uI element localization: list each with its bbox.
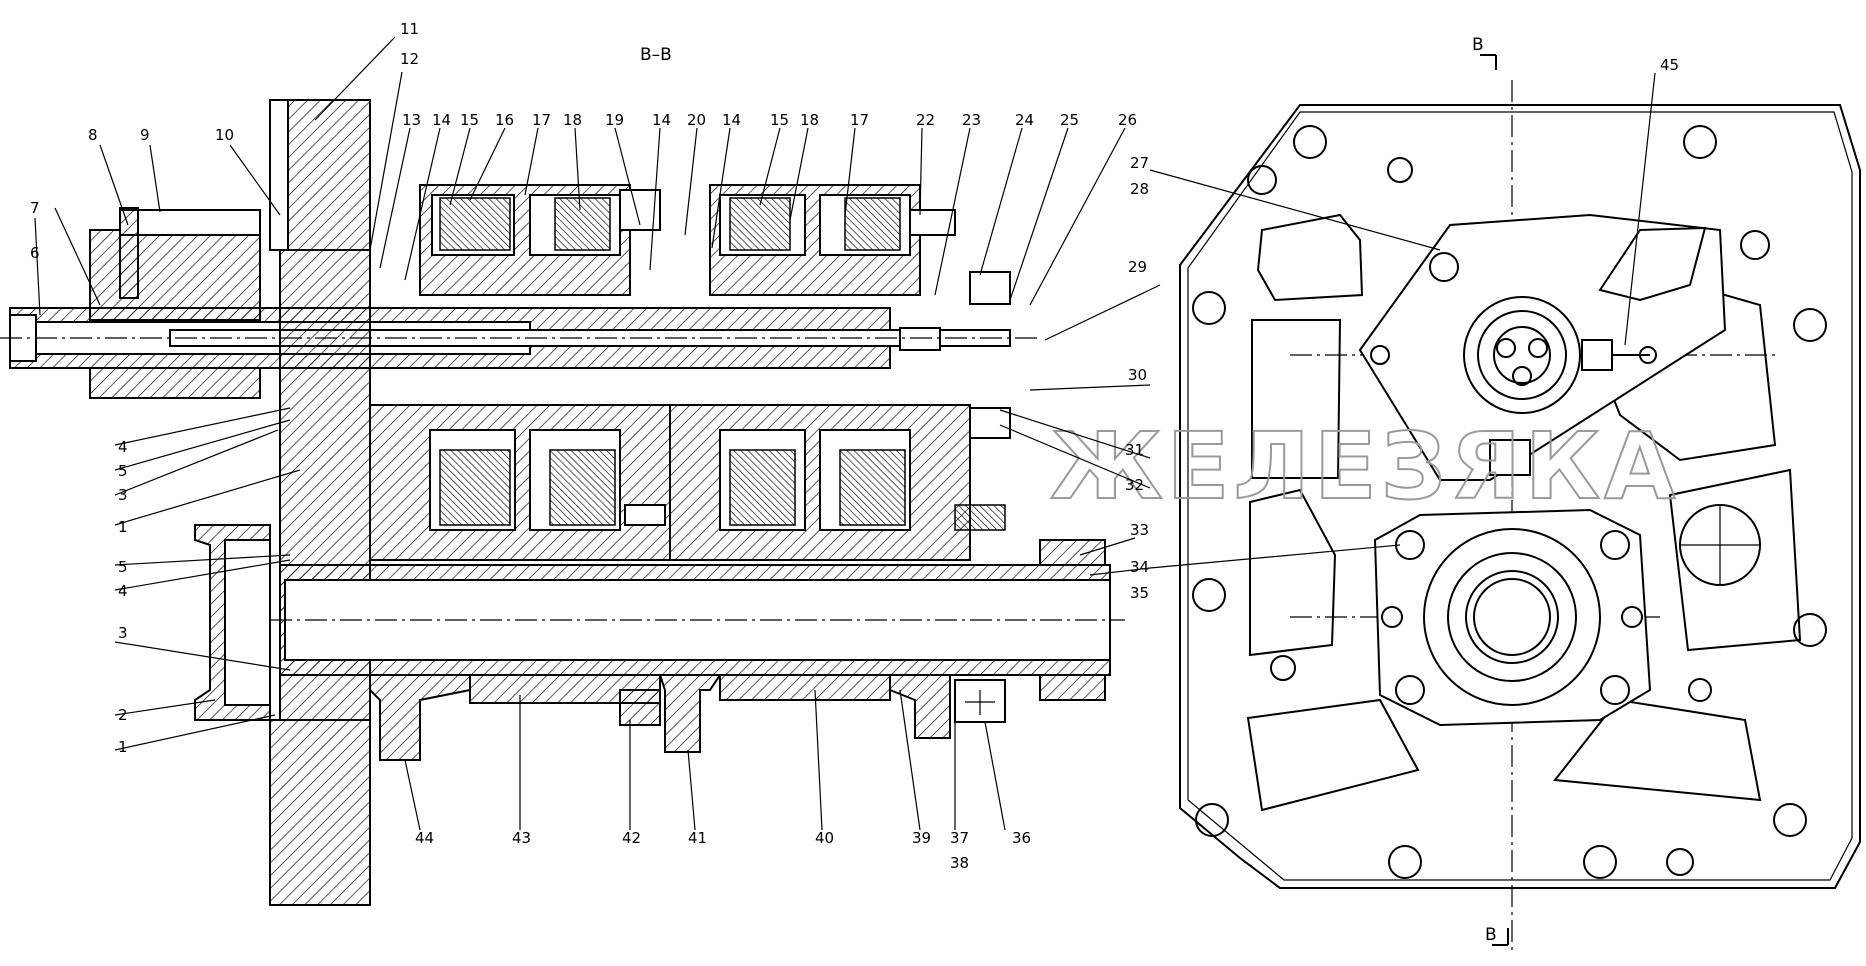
lower-gears xyxy=(369,674,1006,761)
callout-17b: 17 xyxy=(850,111,869,129)
callout-18: 18 xyxy=(563,111,582,129)
section-mark-top: B xyxy=(1472,35,1497,70)
input-housing xyxy=(89,207,261,399)
section-view: B–B xyxy=(0,45,1125,906)
callouts: 7 6 8 9 10 11 12 13 14 15 16 17 18 19 14… xyxy=(30,20,1679,872)
callout-20: 20 xyxy=(687,111,706,129)
callout-45: 45 xyxy=(1660,56,1679,74)
callout-17: 17 xyxy=(532,111,551,129)
watermark-text: ЖЕЛЕЗЯКА xyxy=(1050,413,1679,520)
callout-39: 39 xyxy=(912,829,931,847)
callout-6: 6 xyxy=(30,244,40,262)
callout-25: 25 xyxy=(1060,111,1079,129)
callout-36: 36 xyxy=(1012,829,1031,847)
callout-15b: 15 xyxy=(770,111,789,129)
callout-32: 32 xyxy=(1125,476,1144,494)
callout-34: 34 xyxy=(1130,558,1149,576)
callout-1: 1 xyxy=(118,518,128,536)
callout-37: 37 xyxy=(950,829,969,847)
callout-3b: 3 xyxy=(118,624,128,642)
section-mark-top-label: B xyxy=(1472,35,1484,55)
callout-22: 22 xyxy=(916,111,935,129)
callout-14c: 14 xyxy=(722,111,741,129)
callout-11: 11 xyxy=(400,20,419,38)
callout-41: 41 xyxy=(688,829,707,847)
callout-3: 3 xyxy=(118,486,128,504)
callout-5: 5 xyxy=(118,462,128,480)
callout-10: 10 xyxy=(215,126,234,144)
callout-2: 2 xyxy=(118,706,128,724)
callout-44: 44 xyxy=(415,829,434,847)
callout-4b: 4 xyxy=(118,582,128,600)
section-mark-bottom: B xyxy=(1485,925,1509,946)
callout-42: 42 xyxy=(622,829,641,847)
callout-38: 38 xyxy=(950,854,969,872)
callout-13: 13 xyxy=(402,111,421,129)
section-title: B–B xyxy=(640,45,672,65)
clutch-packs-lower xyxy=(369,404,971,561)
callout-27: 27 xyxy=(1130,154,1149,172)
output-flange xyxy=(194,524,271,721)
callout-24: 24 xyxy=(1015,111,1034,129)
callout-1b: 1 xyxy=(118,738,128,756)
section-mark-bottom-label: B xyxy=(1485,925,1497,945)
callout-5b: 5 xyxy=(118,558,128,576)
housing-plate xyxy=(269,99,371,906)
callout-14: 14 xyxy=(432,111,451,129)
callout-35: 35 xyxy=(1130,584,1149,602)
callout-23: 23 xyxy=(962,111,981,129)
callout-43: 43 xyxy=(512,829,531,847)
callout-31: 31 xyxy=(1125,441,1144,459)
callout-12: 12 xyxy=(400,50,419,68)
callout-30: 30 xyxy=(1128,366,1147,384)
callout-18b: 18 xyxy=(800,111,819,129)
callout-8: 8 xyxy=(88,126,98,144)
callout-4: 4 xyxy=(118,438,128,456)
callout-28: 28 xyxy=(1130,180,1149,198)
callout-16: 16 xyxy=(495,111,514,129)
right-bearings xyxy=(954,271,1011,531)
callout-7: 7 xyxy=(30,199,40,217)
callout-33: 33 xyxy=(1130,521,1149,539)
output-shaft xyxy=(270,539,1125,701)
callout-9: 9 xyxy=(140,126,150,144)
bolt-holes xyxy=(1192,125,1827,879)
callout-14b: 14 xyxy=(652,111,671,129)
callout-26: 26 xyxy=(1118,111,1137,129)
front-view: B B xyxy=(1179,35,1861,955)
clutch-packs-upper xyxy=(419,184,956,296)
callout-19: 19 xyxy=(605,111,624,129)
main-shaft xyxy=(0,307,1040,369)
callout-40: 40 xyxy=(815,829,834,847)
callout-29: 29 xyxy=(1128,258,1147,276)
callout-15: 15 xyxy=(460,111,479,129)
